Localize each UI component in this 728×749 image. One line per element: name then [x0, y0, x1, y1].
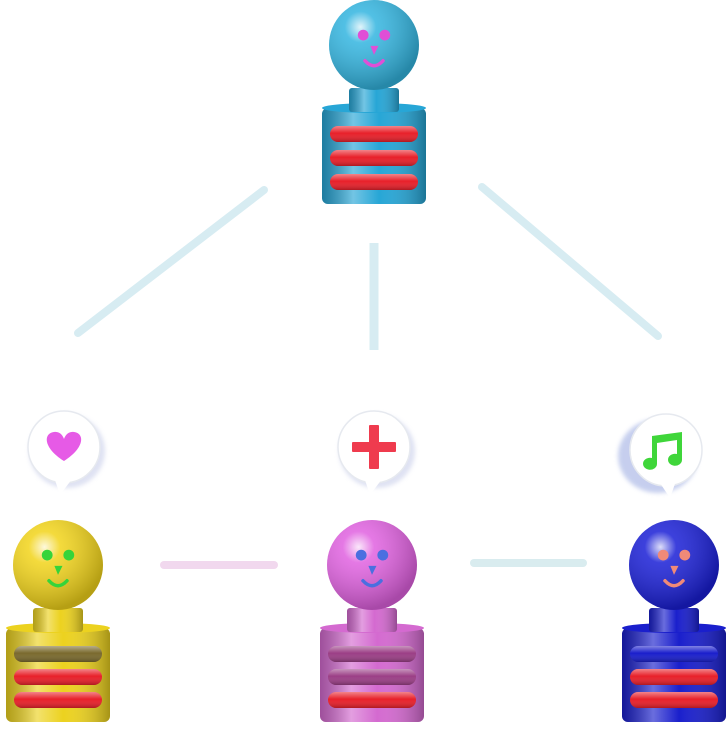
connector-root-blue [478, 183, 662, 340]
figure-stripe-shine [328, 669, 416, 685]
figure-right-eye [63, 549, 75, 561]
figure-left-eye [657, 549, 669, 561]
plus-icon [352, 425, 396, 469]
figure-nose [54, 565, 63, 575]
bubble-pink [337, 410, 415, 495]
figure-stripe-shine [328, 692, 416, 708]
figure-smile [363, 59, 385, 68]
figure-neck-shading [349, 88, 399, 112]
figure-stripe-shine [630, 646, 718, 662]
connectors [74, 183, 662, 569]
figure-stripe-shine [14, 646, 102, 662]
figure-smile [47, 579, 69, 588]
figure-stripe-shine [330, 174, 418, 190]
figure-head-shine [629, 520, 719, 610]
figure-left-eye [355, 549, 367, 561]
figure-nose [370, 45, 379, 55]
figure-neck-shading [649, 608, 699, 632]
heart-icon [46, 431, 82, 461]
figure-right-eye [377, 549, 389, 561]
figure-right-eye [379, 29, 391, 41]
figure-smile [361, 579, 383, 588]
figure-stripe-shine [330, 126, 418, 142]
connector-root-yellow [74, 186, 268, 337]
bubble-blue [618, 413, 703, 498]
figure-left-eye [357, 29, 369, 41]
figure-nose [670, 565, 679, 575]
figure-stripe-shine [630, 692, 718, 708]
bubble-yellow [27, 410, 105, 495]
figure-right-eye [679, 549, 691, 561]
figure-stripe-shine [330, 150, 418, 166]
figure-neck-shading [347, 608, 397, 632]
figure-stripe-shine [14, 692, 102, 708]
figure-head-shine [13, 520, 103, 610]
figure-stripe-shine [630, 669, 718, 685]
pink-figure [320, 520, 424, 722]
music-note-icon [643, 432, 682, 470]
figure-head-shine [327, 520, 417, 610]
figure-nose [368, 565, 377, 575]
blue-figure [622, 520, 726, 722]
figure-head-shine [329, 0, 419, 90]
yellow-figure [6, 520, 110, 722]
figure-smile [663, 579, 685, 588]
top-figure [322, 0, 426, 204]
figure-left-eye [41, 549, 53, 561]
figure-neck-shading [33, 608, 83, 632]
figure-stripe-shine [328, 646, 416, 662]
figure-stripe-shine [14, 669, 102, 685]
